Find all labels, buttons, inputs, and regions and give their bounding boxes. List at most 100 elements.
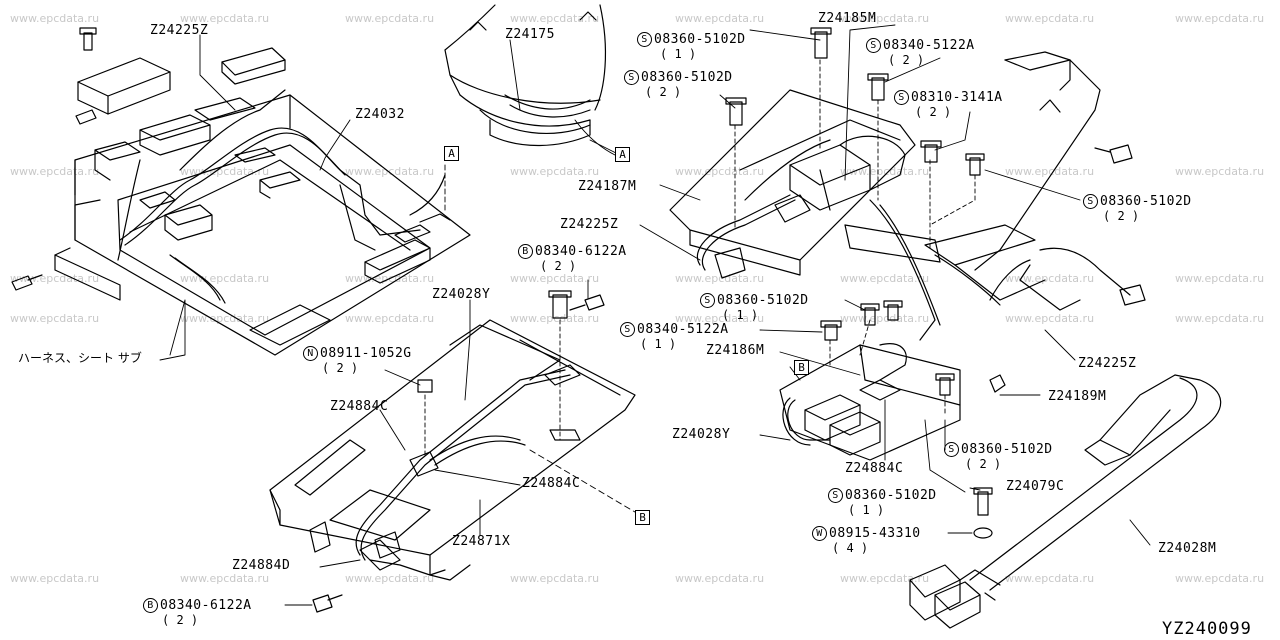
part-label: Z24884D	[232, 558, 291, 573]
part-label: Z24189M	[1048, 389, 1107, 404]
watermark: www.epcdata.ru	[180, 572, 270, 585]
fastener-part-number: 08340-5122A	[637, 322, 729, 337]
fastener-symbol: B	[518, 244, 533, 259]
watermark: www.epcdata.ru	[1175, 272, 1265, 285]
part-label: Z24225Z	[150, 23, 209, 38]
fastener-qty: ( 2 )	[645, 85, 682, 99]
watermark: www.epcdata.ru	[840, 572, 930, 585]
fastener-qty: ( 2 )	[965, 457, 1002, 471]
watermark: www.epcdata.ru	[10, 312, 100, 325]
part-label: Z24079C	[1006, 479, 1065, 494]
fastener-symbol: S	[866, 38, 881, 53]
part-label: Z24186M	[706, 343, 765, 358]
fastener-part-number: 08360-5102D	[961, 442, 1053, 457]
watermark: www.epcdata.ru	[675, 12, 765, 25]
fastener-symbol: B	[143, 598, 158, 613]
part-label: Z24187M	[578, 179, 637, 194]
fastener-symbol: W	[812, 526, 827, 541]
drawing-code: YZ240099	[1162, 619, 1252, 639]
part-label: Z24884C	[522, 476, 581, 491]
ref-box-a: A	[444, 146, 459, 161]
harness-z24028m	[909, 374, 1222, 629]
part-label: Z24185M	[818, 11, 877, 26]
part-label: Z24884C	[845, 461, 904, 476]
watermark: www.epcdata.ru	[180, 12, 270, 25]
fastener-qty: ( 2 )	[915, 105, 952, 119]
watermark: www.epcdata.ru	[1175, 572, 1265, 585]
watermark: www.epcdata.ru	[1005, 572, 1095, 585]
watermark: www.epcdata.ru	[1005, 165, 1095, 178]
fastener-part-number: 08360-5102D	[641, 70, 733, 85]
part-label: Z24032	[355, 107, 405, 122]
watermark: www.epcdata.ru	[345, 165, 435, 178]
fastener-part-number: 08360-5102D	[654, 32, 746, 47]
watermark: www.epcdata.ru	[840, 272, 930, 285]
fastener-qty: ( 1 )	[848, 503, 885, 517]
watermark: www.epcdata.ru	[675, 272, 765, 285]
watermark: www.epcdata.ru	[10, 165, 100, 178]
part-label: Z24028Y	[432, 287, 491, 302]
part-label: Z24028M	[1158, 541, 1217, 556]
part-label: Z24225Z	[1078, 356, 1137, 371]
watermark: www.epcdata.ru	[1175, 312, 1265, 325]
watermark: www.epcdata.ru	[10, 572, 100, 585]
watermark: www.epcdata.ru	[180, 312, 270, 325]
part-label: Z24225Z	[560, 217, 619, 232]
part-label: Z24884C	[330, 399, 389, 414]
fastener-symbol: S	[828, 488, 843, 503]
fastener-part-number: 08340-5122A	[883, 38, 975, 53]
fastener-symbol: N	[303, 346, 318, 361]
fastener-qty: ( 2 )	[1103, 209, 1140, 223]
fastener-qty: ( 4 )	[832, 541, 869, 555]
fastener-qty: ( 1 )	[722, 308, 759, 322]
fastener-part-number: 08360-5102D	[1100, 194, 1192, 209]
part-label: Z24871X	[452, 534, 511, 549]
fastener-qty: ( 2 )	[322, 361, 359, 375]
watermark: www.epcdata.ru	[1005, 12, 1095, 25]
fastener-part-number: 08340-6122A	[160, 598, 252, 613]
watermark: www.epcdata.ru	[510, 572, 600, 585]
ref-box-b: B	[635, 510, 650, 525]
part-label: Z24028Y	[672, 427, 731, 442]
fastener-qty: ( 1 )	[640, 337, 677, 351]
watermark: www.epcdata.ru	[1005, 272, 1095, 285]
watermark: www.epcdata.ru	[1005, 312, 1095, 325]
seatback-part	[444, 4, 616, 156]
watermark: www.epcdata.ru	[840, 312, 930, 325]
fastener-symbol: S	[637, 32, 652, 47]
watermark: www.epcdata.ru	[180, 272, 270, 285]
fastener-symbol: S	[700, 293, 715, 308]
fastener-part-number: 08360-5102D	[845, 488, 937, 503]
fastener-part-number: 08340-6122A	[535, 244, 627, 259]
watermark: www.epcdata.ru	[675, 312, 765, 325]
fastener-part-number: 08360-5102D	[717, 293, 809, 308]
fastener-symbol: S	[894, 90, 909, 105]
watermark: www.epcdata.ru	[1175, 165, 1265, 178]
watermark: www.epcdata.ru	[10, 12, 100, 25]
ref-box-b: B	[794, 360, 809, 375]
ref-box-a: A	[615, 147, 630, 162]
fastener-qty: ( 2 )	[888, 53, 925, 67]
fastener-part-number: 08911-1052G	[320, 346, 412, 361]
fastener-symbol: S	[1083, 194, 1098, 209]
fastener-qty: ( 2 )	[540, 259, 577, 273]
watermark: www.epcdata.ru	[180, 165, 270, 178]
watermark: www.epcdata.ru	[1175, 12, 1265, 25]
watermark: www.epcdata.ru	[675, 572, 765, 585]
watermark: www.epcdata.ru	[345, 312, 435, 325]
part-label: Z24175	[505, 27, 555, 42]
watermark: www.epcdata.ru	[840, 12, 930, 25]
